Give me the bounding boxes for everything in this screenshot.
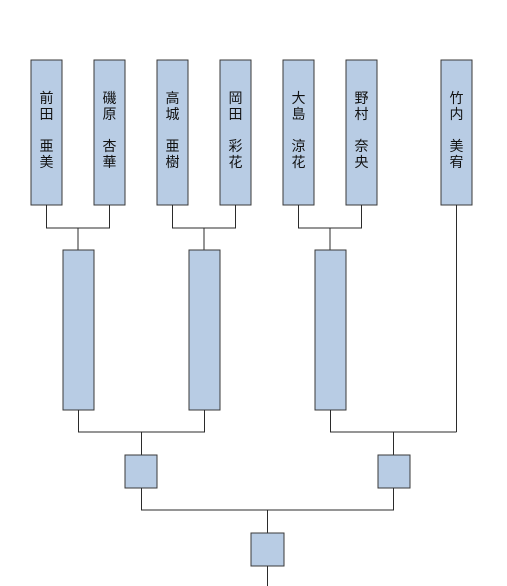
entrant-name-6: 野 村 奈 央 <box>354 91 369 171</box>
semifinal-box-1 <box>124 454 158 489</box>
round1-box-1 <box>62 249 95 411</box>
entrant-box-3 <box>156 59 189 206</box>
entrant-box-1 <box>30 59 63 206</box>
round1-box-3 <box>314 249 347 411</box>
entrant-name-5: 大 島 涼 花 <box>291 91 306 171</box>
connector-semi-right <box>330 410 457 455</box>
connector-semi-left <box>78 410 205 455</box>
connector-final <box>141 488 394 533</box>
connector-pair-3 <box>298 205 362 250</box>
entrant-name-2: 磯 原 杏 華 <box>102 91 117 171</box>
entrant-box-6 <box>345 59 378 206</box>
connector-pair-2 <box>172 205 236 250</box>
final-box <box>250 532 285 567</box>
semifinal-box-2 <box>377 454 411 489</box>
entrant-name-7: 竹 内 美 宥 <box>449 91 464 171</box>
entrant-name-3: 高 城 亜 樹 <box>165 91 180 171</box>
entrant-box-4 <box>219 59 252 206</box>
round1-box-2 <box>188 249 221 411</box>
entrant-name-1: 前 田 亜 美 <box>39 91 54 171</box>
entrant-box-2 <box>93 59 126 206</box>
connector-pair-1 <box>46 205 110 250</box>
entrant-name-4: 岡 田 彩 花 <box>228 91 243 171</box>
